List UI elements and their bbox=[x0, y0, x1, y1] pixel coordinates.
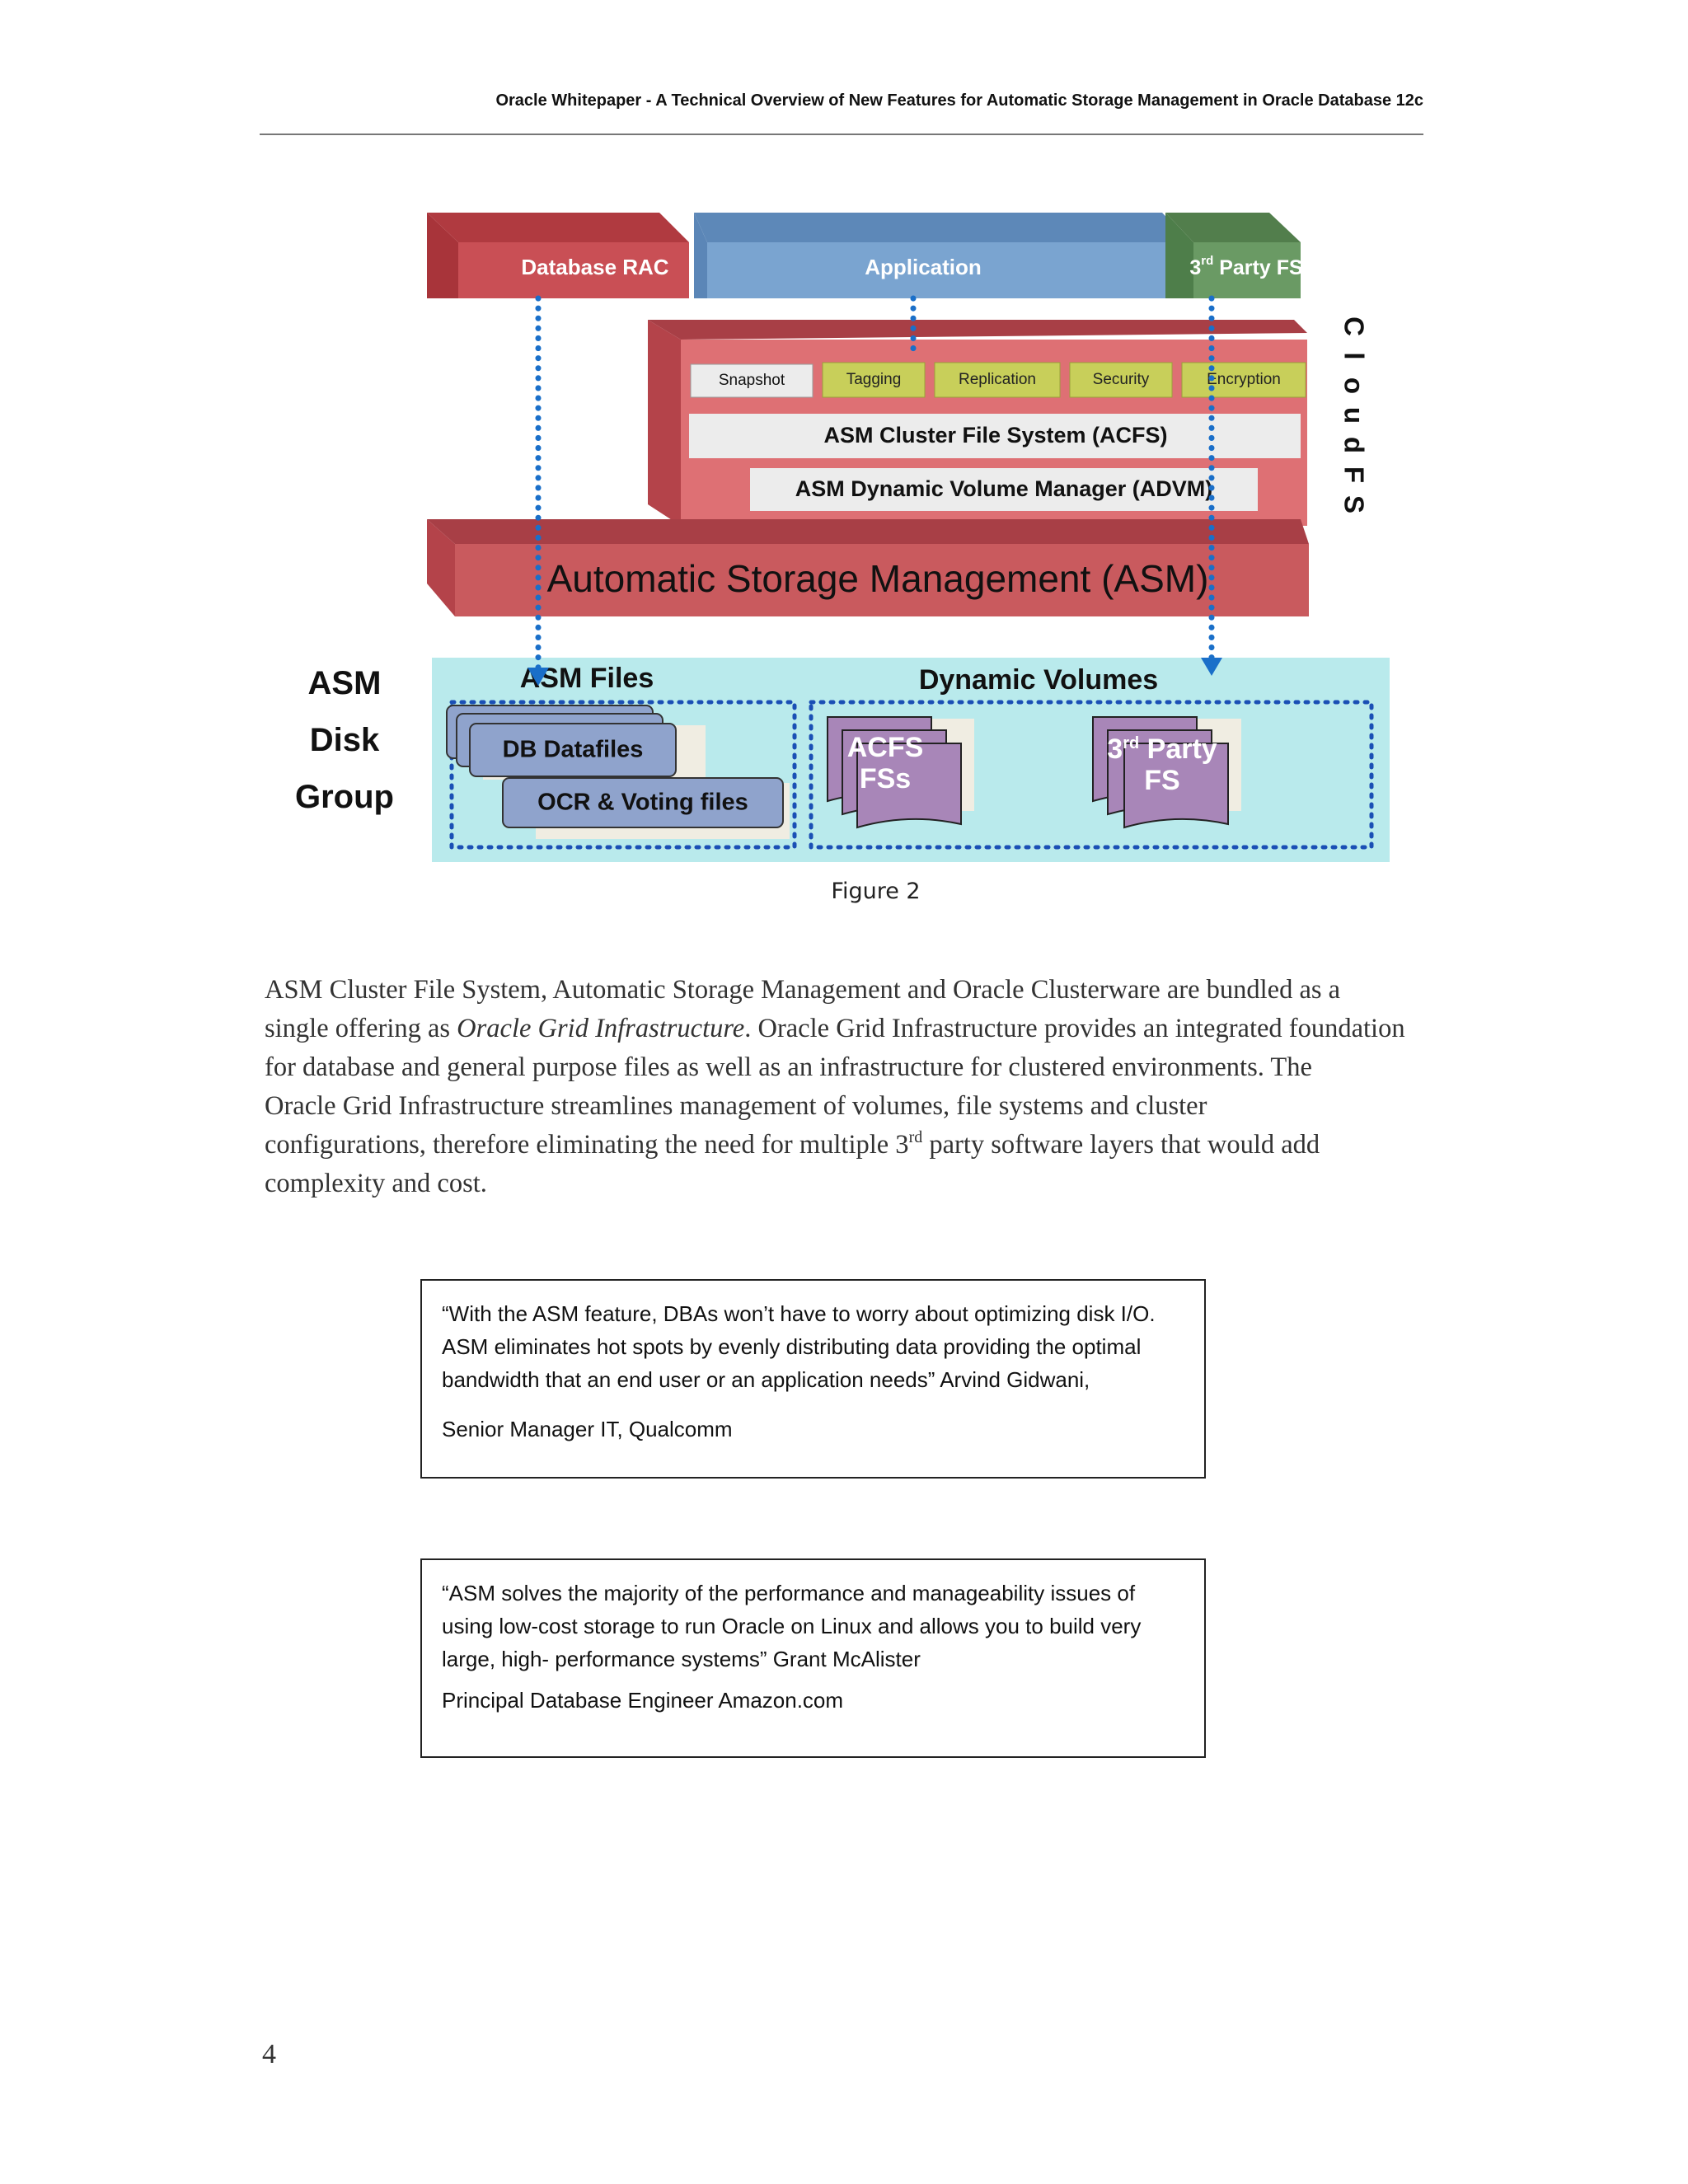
cloudfs-letter: u bbox=[1339, 407, 1369, 424]
cloudfs-letter: S bbox=[1339, 495, 1369, 513]
cloudfs-letter: d bbox=[1339, 437, 1369, 453]
cloudfs-letter: C bbox=[1339, 316, 1369, 336]
asm-bar-label: Automatic Storage Management (ASM) bbox=[547, 557, 1209, 600]
running-header: Oracle Whitepaper - A Technical Overview… bbox=[495, 91, 1423, 110]
third-party-fs-stack: 3rd Party FS bbox=[1092, 716, 1241, 829]
db-datafiles-box bbox=[469, 723, 677, 777]
service-security: Security bbox=[1093, 371, 1150, 388]
quote-attribution: Principal Database Engineer Amazon.com bbox=[442, 1688, 844, 1713]
body-line-4: Oracle Grid Infrastructure streamlines m… bbox=[265, 1091, 1207, 1121]
dynamic-volumes-dotted-border bbox=[809, 700, 1374, 850]
page-number: 4 bbox=[262, 2039, 276, 2069]
figure-caption: Figure 2 bbox=[831, 879, 921, 904]
quote-box-qualcomm: “With the ASM feature, DBAs won’t have t… bbox=[420, 1279, 1206, 1479]
cloudfs-letter: l bbox=[1339, 352, 1369, 359]
quote-line: bandwidth that an end user or an applica… bbox=[442, 1367, 1090, 1392]
quote-line: large, high- performance systems” Grant … bbox=[442, 1647, 921, 1671]
third-party-fs-block: 3rd Party FS bbox=[1165, 213, 1303, 298]
disk-group-label-line1: ASM bbox=[308, 665, 382, 701]
cloudfs-block: Snapshot Tagging Replication Security En… bbox=[648, 320, 1307, 526]
service-snapshot: Snapshot bbox=[719, 372, 785, 389]
emphasis-grid-infrastructure: Oracle Grid Infrastructure bbox=[457, 1014, 745, 1043]
body-line-2: single offering as Oracle Grid Infrastru… bbox=[265, 1014, 1405, 1043]
arrow-down-icon bbox=[1201, 658, 1222, 676]
acfs-fss-label-line2: FSs bbox=[860, 763, 911, 794]
quote-attribution: Senior Manager IT, Qualcomm bbox=[442, 1417, 733, 1441]
body-line-6: complexity and cost. bbox=[265, 1169, 487, 1198]
dotted-connectors bbox=[528, 295, 1222, 686]
dynamic-volumes-title: Dynamic Volumes bbox=[919, 664, 1158, 696]
database-rac-label: Database RAC bbox=[521, 255, 668, 279]
cloudfs-letter: F bbox=[1339, 466, 1369, 483]
acfs-bar-label: ASM Cluster File System (ACFS) bbox=[823, 423, 1167, 448]
application-label: Application bbox=[865, 255, 982, 279]
disk-group-label-line3: Group bbox=[295, 779, 394, 815]
advm-bar-label: ASM Dynamic Volume Manager (ADVM) bbox=[795, 476, 1213, 501]
service-tagging: Tagging bbox=[846, 371, 902, 388]
database-rac-block: Database RAC bbox=[427, 213, 689, 298]
asm-block: Automatic Storage Management (ASM) bbox=[427, 519, 1309, 616]
service-replication: Replication bbox=[959, 371, 1036, 388]
disk-group-label-line2: Disk bbox=[310, 722, 380, 758]
third-party-fs-doc-label-line2: FS bbox=[1144, 765, 1179, 796]
ocr-voting-label: OCR & Voting files bbox=[537, 790, 748, 816]
asm-architecture-diagram: Database RAC Application 3rd Party FS Sn… bbox=[280, 206, 1401, 865]
ocr-voting-box bbox=[502, 777, 784, 828]
body-line-5: configurations, therefore eliminating th… bbox=[265, 1128, 1320, 1160]
third-party-fs-doc-label-line1: 3rd Party bbox=[1107, 733, 1217, 765]
body-line-1: ASM Cluster File System, Automatic Stora… bbox=[265, 975, 1341, 1005]
quote-line: “ASM solves the majority of the performa… bbox=[442, 1581, 1136, 1605]
third-party-fs-label: 3rd Party FS bbox=[1189, 254, 1302, 279]
asm-files-dotted-border bbox=[449, 700, 797, 850]
cloudfs-letter: o bbox=[1339, 377, 1369, 394]
quote-line: ASM eliminates hot spots by evenly distr… bbox=[442, 1334, 1142, 1359]
service-encryption: Encryption bbox=[1207, 371, 1281, 388]
db-datafiles-label: DB Datafiles bbox=[503, 737, 644, 763]
application-block: Application bbox=[694, 213, 1190, 298]
acfs-fss-label-line1: ACFS bbox=[847, 732, 924, 763]
quote-box-amazon: “ASM solves the majority of the performa… bbox=[420, 1558, 1206, 1758]
body-line-3: for database and general purpose files a… bbox=[265, 1052, 1312, 1082]
quote-line: using low-cost storage to run Oracle on … bbox=[442, 1614, 1142, 1638]
acfs-fss-stack: ACFS FSs bbox=[827, 716, 974, 829]
body-paragraph: ASM Cluster File System, Automatic Stora… bbox=[265, 971, 1435, 1203]
arrow-down-icon bbox=[528, 668, 549, 686]
quote-line: “With the ASM feature, DBAs won’t have t… bbox=[442, 1301, 1156, 1326]
header-divider bbox=[260, 134, 1423, 135]
